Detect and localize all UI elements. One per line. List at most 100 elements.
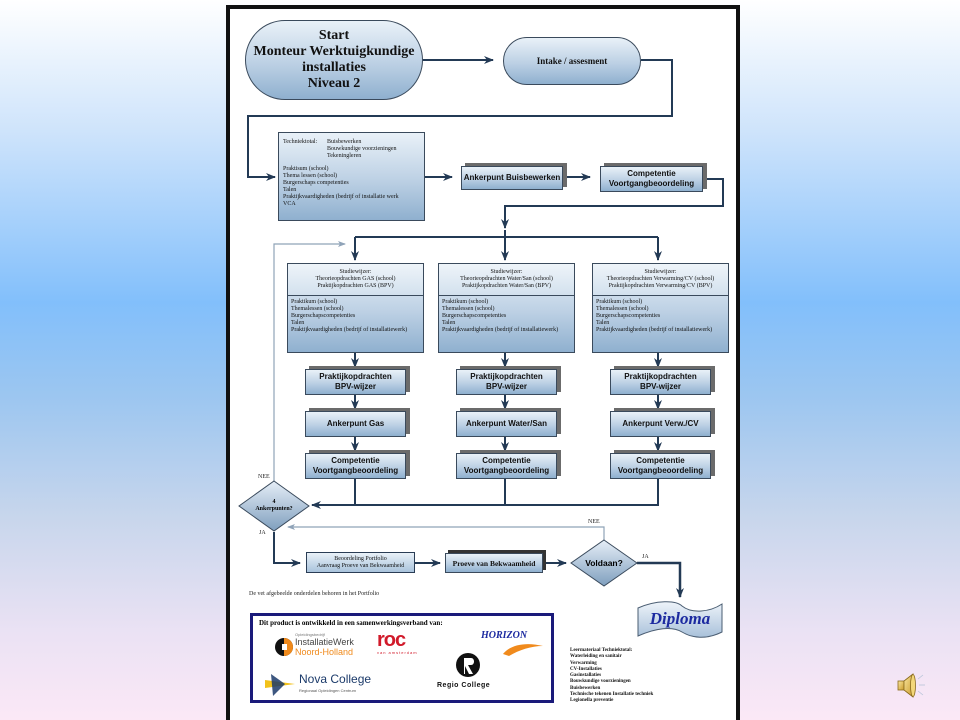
competentie-top-node: Competentie Voortgangbeoordeling [600, 166, 703, 192]
leermateriaal-list: Leermateriaal Techniektotal: Waterleidin… [570, 648, 653, 705]
studiewijzer-header: Studiewijzer:Theorieopdrachten Water/San… [439, 264, 574, 296]
studiewijzer-line: Theorieopdrachten GAS (school) [315, 276, 396, 282]
start-line-1: Start [318, 28, 350, 43]
studiewijzer-list-item: Praktijkvaardigheden (bedrijf of install… [442, 327, 559, 333]
diploma-node: Diploma [636, 600, 724, 640]
roc-line2: van amsterdam [377, 650, 418, 655]
studiewijzer-node-gas: Studiewijzer:Theorieopdrachten GAS (scho… [287, 263, 424, 353]
studiewijzer-line: Theorieopdrachten Water/San (school) [460, 276, 553, 282]
competentie-line-2: Voortgangbeoordeling [312, 466, 399, 475]
decision-ankerpunten-line-2: Ankerpunten? [255, 506, 293, 512]
praktijk-line-2: BPV-wijzer [486, 382, 527, 391]
start-node: Start Monteur Werktuigkundige installati… [245, 20, 423, 100]
studiewijzer-list-item: Talen [291, 320, 305, 326]
portfolio-note: De vet afgebeelde onderdelen behoren in … [249, 591, 380, 597]
studiewijzer-list-item: Praktijkvaardigheden (bedrijf of install… [291, 327, 408, 333]
decision-voldaan-nee: NEE [588, 519, 600, 525]
studiewijzer-list-item: Praktikum (school) [291, 299, 338, 305]
logo-installatiewerk: Opleidingsbedrijf InstallatieWerk Noord-… [273, 632, 363, 662]
speaker-icon[interactable] [896, 670, 926, 700]
studiewijzer-header: Studiewijzer:Theorieopdrachten Verwarmin… [593, 264, 728, 296]
leermateriaal-item: Legionella preventie [570, 698, 614, 704]
beoordeling-line-2: Aanvraag Proeve van Bekwaamheid [316, 562, 405, 569]
studiewijzer-header: Studiewijzer:Theorieopdrachten GAS (scho… [288, 264, 423, 296]
leermateriaal-item: Bouwkundige voorzieningen [570, 679, 631, 685]
studiewijzer-list-item: Burgerschapscompetenties [442, 313, 507, 319]
horizon-swoosh-icon [503, 644, 543, 656]
studiewijzer-list-item: Themalessen (school) [442, 306, 495, 312]
leermateriaal-item: CV-Installaties [570, 666, 602, 672]
competentie-line-2: Voortgangbeoordeling [617, 466, 704, 475]
decision-ankerpunten-shape [238, 480, 310, 532]
intake-node: Intake / assesment [503, 37, 641, 85]
studiewijzer-title: Studiewijzer: [644, 269, 677, 275]
studiewijzer-list-item: Burgerschapscompetenties [291, 313, 356, 319]
studiewijzer-node-watersan: Studiewijzer:Theorieopdrachten Water/San… [438, 263, 575, 353]
praktijk-line-2: BPV-wijzer [640, 382, 681, 391]
logo-regio-college: Regio College [433, 652, 503, 698]
proeve-label: Proeve van Bekwaamheid [452, 558, 536, 568]
competentie-node-gas: Competentie Voortgangbeoordeling [305, 453, 406, 479]
decision-ankerpunten-nee: NEE [258, 474, 270, 480]
regio-college-icon [456, 653, 480, 677]
proeve-node: Proeve van Bekwaamheid [445, 553, 543, 573]
leermateriaal-item: Gasinstallaties [570, 673, 602, 679]
tech-list-3: Talen [283, 187, 297, 193]
leermateriaal-item: Buisbewerken [570, 685, 601, 691]
nova-line2: Regionaal Opleidingen Centrum [299, 688, 356, 693]
partners-title: Dit product is ontwikkeld in een samenwe… [259, 619, 443, 627]
leermateriaal-item: Verwarming [570, 660, 597, 666]
regio-line1: Regio College [437, 682, 491, 689]
praktijkopdrachten-node-watersan: Praktijkopdrachten BPV-wijzer [456, 369, 557, 395]
start-line-4: Niveau 2 [307, 76, 361, 91]
leermateriaal-item: Technische tekenen Installatie techniek [570, 692, 654, 698]
praktijkopdrachten-node-gas: Praktijkopdrachten BPV-wijzer [305, 369, 406, 395]
ankerpunt-label: Ankerpunt Water/San [465, 419, 548, 428]
studiewijzer-node-verwcv: Studiewijzer:Theorieopdrachten Verwarmin… [592, 263, 729, 353]
leermateriaal-title: Leermateriaal Techniektotal: [570, 648, 633, 653]
studiewijzer-list-item: Themalessen (school) [596, 306, 649, 312]
studiewijzer-list: Praktikum (school)Themalessen (school)Bu… [288, 296, 423, 337]
installatiewerk-line2: Noord-Holland [295, 647, 354, 657]
start-line-2: Monteur Werktuigkundige [253, 44, 415, 59]
decision-ankerpunten-ja: JA [259, 530, 266, 536]
beoordeling-portfolio-node: Beoordeling Portfolio Aanvraag Proeve va… [306, 552, 415, 573]
studiewijzer-list-item: Praktikum (school) [596, 299, 643, 305]
ankerpunt-node-verwcv: Ankerpunt Verw./CV [610, 411, 711, 437]
studiewijzer-title: Studiewijzer: [490, 269, 523, 275]
tech-item-0: Buisbewerken [327, 139, 362, 145]
decision-ankerpunten-line-1: 4 [272, 499, 276, 505]
tech-item-1: Bouwkundige voorzieningen [327, 146, 397, 152]
decision-voldaan: Voldaan? [570, 539, 638, 587]
tech-list-0: Praktisum (school) [283, 166, 329, 172]
studiewijzer-list-item: Burgerschapscompetenties [596, 313, 661, 319]
diploma-banner-shape [637, 601, 723, 638]
decision-voldaan-ja: JA [642, 554, 649, 560]
leermateriaal-item: Waterleiding en sanitair [570, 654, 622, 660]
competentie-node-watersan: Competentie Voortgangbeoordeling [456, 453, 557, 479]
logo-nova-college: Nova College Regionaal Opleidingen Centr… [263, 670, 383, 700]
tech-item-2: Tekeningleren [327, 153, 362, 159]
studiewijzer-list: Praktikum (school)Themalessen (school)Bu… [593, 296, 728, 337]
start-line-3: installaties [302, 60, 366, 75]
decision-ankerpunten: 4 Ankerpunten? [238, 480, 310, 532]
installatiewerk-icon [275, 638, 293, 656]
studiewijzer-title: Studiewijzer: [339, 269, 372, 275]
competentie-line-1: Competentie [636, 456, 685, 465]
competentie-top-line-1: Competentie [627, 169, 676, 178]
studiewijzer-line: Praktijkopdrachten Verwarming/CV (BPV) [608, 283, 713, 289]
competentie-node-verwcv: Competentie Voortgangbeoordeling [610, 453, 711, 479]
competentie-line-1: Competentie [331, 456, 380, 465]
tech-list-5: VCA [283, 201, 296, 207]
installatiewerk-small: Opleidingsbedrijf [295, 632, 325, 637]
horizon-line1: HORIZON [481, 630, 528, 641]
techniektotaal-node: Techniektotal: Buisbewerken Bouwkundige … [278, 132, 425, 221]
ankerpunt-buisbewerken-node: Ankerpunt Buisbewerken [461, 166, 563, 190]
praktijk-line-1: Praktijkopdrachten [624, 372, 697, 381]
studiewijzer-list-item: Talen [442, 320, 456, 326]
partners-box: Dit product is ontwikkeld in een samenwe… [250, 613, 554, 703]
studiewijzer-line: Praktijkopdrachten GAS (BPV) [317, 283, 394, 289]
decision-voldaan-shape [570, 539, 638, 587]
techniektotaal-label: Techniektotal: [283, 139, 318, 145]
competentie-top-line-2: Voortgangbeoordeling [608, 179, 695, 188]
